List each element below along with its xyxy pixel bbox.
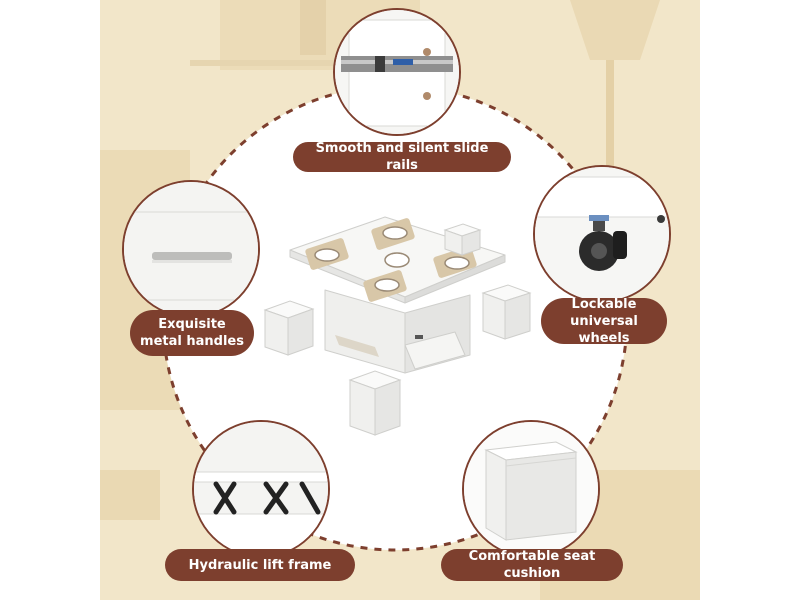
lift-mechanism-closeup-icon bbox=[194, 422, 328, 556]
wheel-thumbnail bbox=[533, 165, 671, 303]
ottoman-closeup-icon bbox=[464, 422, 598, 556]
universal-wheels-line1: Lockable bbox=[571, 296, 637, 312]
lift-frame-thumbnail bbox=[192, 420, 330, 558]
lift-top-coffee-table-icon bbox=[263, 216, 532, 436]
slide-rails-text: Smooth and silent slide rails bbox=[315, 141, 489, 173]
metal-handles-line2: metal handles bbox=[140, 334, 244, 349]
seat-cushion-thumbnail bbox=[462, 420, 600, 558]
slide-rail-closeup-icon bbox=[335, 10, 459, 134]
lift-frame-label: Hydraulic lift frame bbox=[165, 549, 355, 581]
seat-cushion-text: Comfortable seat cushion bbox=[468, 549, 596, 581]
metal-handle-thumbnail bbox=[122, 180, 260, 318]
slide-rails-label: Smooth and silent slide rails bbox=[293, 141, 511, 173]
slide-rail-thumbnail bbox=[333, 8, 461, 136]
seat-cushion-label: Comfortable seat cushion bbox=[441, 549, 623, 581]
universal-wheels-line2: universal wheels bbox=[570, 313, 638, 346]
universal-wheels-label: Lockable universal wheels bbox=[541, 296, 667, 346]
caster-wheel-closeup-icon bbox=[535, 167, 669, 301]
drawer-handle-closeup-icon bbox=[124, 182, 258, 316]
lift-frame-text: Hydraulic lift frame bbox=[188, 557, 332, 573]
metal-handles-line1: Exquisite bbox=[158, 317, 226, 332]
metal-handles-label: Exquisite metal handles bbox=[130, 310, 254, 356]
